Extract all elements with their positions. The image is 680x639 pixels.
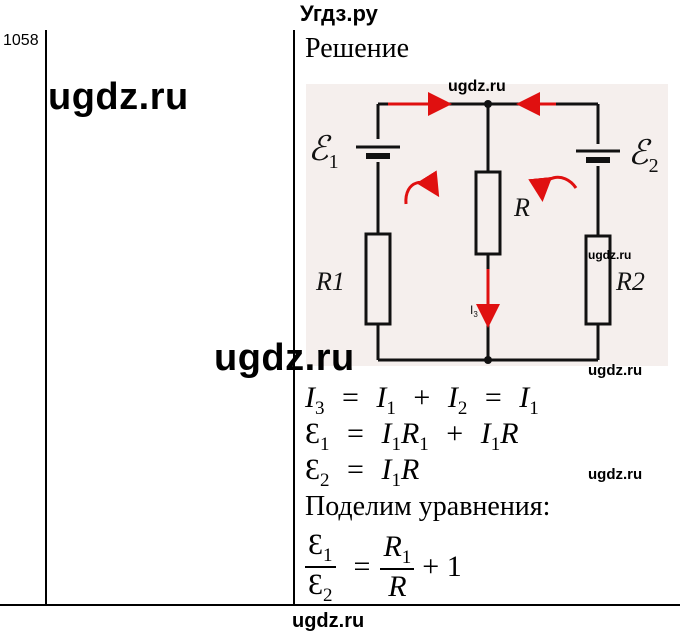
- loop-arrow-left: [404, 170, 440, 205]
- battery-e2: [576, 149, 620, 163]
- resistor-r1: [364, 232, 392, 326]
- bottom-node: [484, 356, 492, 364]
- equation-2: Ɛ1 = I1R1 + I1R: [305, 417, 519, 455]
- solution-title: Решение: [305, 33, 410, 64]
- watermark-circuit-top: ugdz.ru: [448, 78, 506, 95]
- circuit-diagram: I1 I2 I3 ℰ1 ℰ2 R R1 R2: [306, 84, 668, 366]
- watermark-right-1: ugdz.ru: [588, 362, 643, 379]
- label-e2: ℰ2: [628, 135, 659, 177]
- equation-3: Ɛ2 = I1R: [305, 453, 420, 491]
- equation-1: I3 = I1 + I2 = I1: [305, 381, 539, 419]
- resistor-r2: [584, 234, 612, 326]
- watermark-circuit-right: ugdz.ru: [588, 248, 632, 262]
- label-r1: R1: [315, 267, 345, 296]
- fraction-left: Ɛ1 Ɛ2: [305, 528, 336, 606]
- watermark-top-left: ugdz.ru: [48, 76, 189, 118]
- middle-divider: [293, 30, 295, 606]
- watermark-middle: ugdz.ru: [214, 337, 355, 379]
- fraction-equation: Ɛ1 Ɛ2 = R1 R + 1: [305, 528, 462, 606]
- loop-arrow-right: [528, 175, 578, 202]
- left-divider: [45, 30, 47, 606]
- problem-number: 1058: [3, 32, 39, 49]
- fraction-right: R1 R: [380, 530, 415, 604]
- resistor-r: [474, 170, 502, 256]
- divide-equations-text: Поделим уравнения:: [305, 491, 551, 522]
- site-title: Угдз.ру: [300, 1, 378, 26]
- battery-e1: [356, 145, 400, 159]
- watermark-right-2: ugdz.ru: [588, 466, 643, 483]
- label-r: R: [513, 193, 530, 222]
- footer-watermark: ugdz.ru: [292, 610, 365, 632]
- bottom-divider: [0, 604, 680, 606]
- label-i3: I3: [470, 303, 478, 319]
- label-e1: ℰ1: [308, 131, 339, 173]
- label-r2: R2: [615, 267, 645, 296]
- top-node: [484, 100, 492, 108]
